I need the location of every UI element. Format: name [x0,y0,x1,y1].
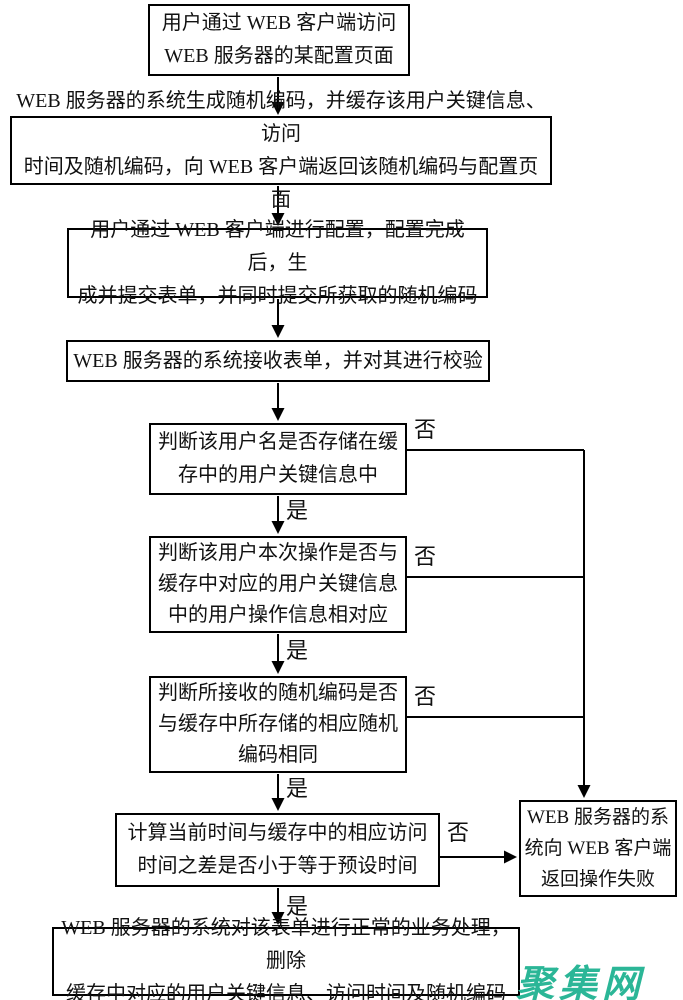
node-check-username-in-cache: 判断该用户名是否存储在缓 存中的用户关键信息中 [149,423,407,495]
node-user-access-config-page: 用户通过 WEB 客户端访问 WEB 服务器的某配置页面 [148,4,410,76]
edge-label-yes-operation-check: 是 [286,638,309,663]
node-server-receive-form-verify: WEB 服务器的系统接收表单，并对其进行校验 [66,340,490,382]
node-check-random-code-match: 判断所接收的随机编码是否 与缓存中所存储的相应随机 编码相同 [149,676,407,773]
node-check-time-difference: 计算当前时间与缓存中的相应访问 时间之差是否小于等于预设时间 [115,813,440,887]
edge-label-yes-time-check: 是 [286,894,309,919]
node-check-operation-match: 判断该用户本次操作是否与 缓存中对应的用户关键信息 中的用户操作信息相对应 [149,536,407,633]
edge-label-yes-username-check: 是 [286,498,309,523]
node-server-generate-random-code: WEB 服务器的系统生成随机编码，并缓存该用户关键信息、访问 时间及随机编码，向… [10,90,552,211]
node-user-configure-submit-form: 用户通过 WEB 客户端进行配置，配置完成后，生 成并提交表单，并同时提交所获取… [67,219,488,307]
node-return-operation-failure: WEB 服务器的系 统向 WEB 客户端 返回操作失败 [519,800,677,897]
edge-label-yes-code-check: 是 [286,776,309,801]
edge-label-no-username-check: 否 [414,417,437,442]
watermark-juji-wang: 聚集网 [516,964,646,1000]
node-normal-business-processing: WEB 服务器的系统对该表单进行正常的业务处理，删除 缓存中对应的用户关键信息、… [52,917,520,1000]
edge-label-no-time-check: 否 [447,820,470,845]
edge-label-no-code-check: 否 [414,684,437,709]
edge-label-no-operation-check: 否 [414,544,437,569]
